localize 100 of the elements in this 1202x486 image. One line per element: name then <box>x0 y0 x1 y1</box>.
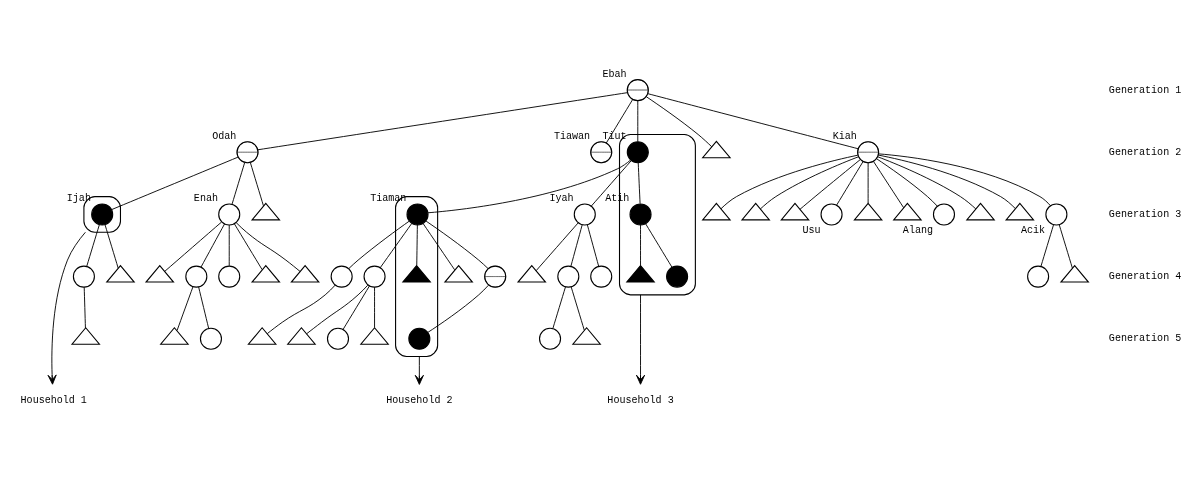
arrow <box>47 231 86 385</box>
connector <box>427 159 631 214</box>
label: Generation 2 <box>1108 146 1182 158</box>
label: Generation 5 <box>1108 333 1182 345</box>
node-triangle <box>740 202 771 221</box>
node-circle <box>932 203 956 226</box>
node-label: Ebah <box>602 68 627 80</box>
node-circle <box>820 203 843 226</box>
connector <box>799 159 861 210</box>
connector <box>176 286 194 331</box>
connector <box>876 158 938 207</box>
connector <box>877 154 1016 209</box>
node-triangle <box>853 202 883 221</box>
connector <box>637 100 639 142</box>
node-label: Alang <box>902 224 934 236</box>
node-label: Ijah <box>66 193 91 204</box>
connector <box>586 224 600 267</box>
connector <box>640 224 641 266</box>
node-circle <box>363 265 386 288</box>
connector <box>836 161 864 206</box>
connector <box>1040 224 1054 267</box>
connector <box>590 160 632 207</box>
node-label: Kiah <box>832 130 857 142</box>
node-triangle <box>965 202 996 221</box>
connector <box>552 286 566 329</box>
node-label: Odah <box>212 130 237 142</box>
arrow <box>414 356 424 385</box>
node-triangle <box>443 264 474 283</box>
connector <box>877 156 977 210</box>
node-text: Household 1 <box>20 395 87 407</box>
node-text: Household 3 <box>607 395 674 407</box>
connector <box>1058 224 1073 269</box>
connector <box>306 284 369 335</box>
connector <box>427 284 489 333</box>
node-circle <box>72 265 95 288</box>
node-triangle <box>286 326 317 345</box>
node-filled-circle <box>666 265 689 288</box>
connector <box>759 156 859 210</box>
node-circle <box>199 327 222 350</box>
connector <box>233 223 263 270</box>
node-circle <box>573 203 596 226</box>
node-triangle <box>290 264 320 283</box>
node-circle <box>218 265 241 288</box>
node-triangle <box>250 264 281 283</box>
label: Generation 4 <box>1108 271 1182 283</box>
node-label: Enah <box>193 193 218 204</box>
node-filled-triangle <box>401 264 432 283</box>
node-circle <box>557 265 580 288</box>
connector <box>348 220 410 269</box>
node-label: Usu <box>802 224 821 236</box>
connector <box>228 224 230 267</box>
node-triangle <box>701 202 732 221</box>
node-circle <box>1045 203 1068 226</box>
arrow <box>635 294 646 385</box>
connector <box>535 222 579 272</box>
label: Generation 1 <box>1108 84 1182 96</box>
connector <box>200 223 225 268</box>
connector <box>235 222 301 272</box>
connector <box>422 223 456 271</box>
connector <box>111 156 239 211</box>
node-filled-circle <box>406 203 429 226</box>
node-triangle <box>144 264 175 283</box>
connector <box>164 221 222 272</box>
node-circle <box>539 327 562 350</box>
node-circle <box>330 265 353 288</box>
node-circle <box>326 327 350 350</box>
connector <box>342 285 370 330</box>
node-circle <box>218 203 241 226</box>
connector <box>266 284 336 335</box>
node-triangle <box>247 326 278 345</box>
node-triangle <box>250 202 281 221</box>
node-circle <box>1027 265 1050 288</box>
connector <box>374 286 375 328</box>
node-filled-circle <box>91 203 114 226</box>
node-circle <box>590 265 613 288</box>
node-triangle <box>780 202 810 221</box>
connector <box>83 286 86 329</box>
node-triangle <box>516 264 547 283</box>
connector <box>637 162 641 205</box>
connector <box>198 286 210 329</box>
node-triangle <box>359 326 390 345</box>
connector <box>570 286 585 331</box>
connector <box>249 162 264 207</box>
connector <box>425 220 489 269</box>
connector <box>645 223 673 268</box>
node-triangle <box>701 140 732 159</box>
node-triangle <box>571 326 602 345</box>
connector <box>878 153 1051 207</box>
node-triangle <box>159 326 190 345</box>
node-filled-circle <box>408 327 431 350</box>
connector <box>645 96 713 148</box>
connector <box>720 154 859 210</box>
node-label: Acik <box>1021 224 1046 236</box>
connector <box>570 224 583 267</box>
connector <box>873 161 905 209</box>
connector <box>379 223 413 269</box>
node-filled-circle <box>629 203 652 226</box>
node-triangle <box>892 202 923 221</box>
connector <box>867 162 869 204</box>
node-triangle <box>70 326 101 345</box>
